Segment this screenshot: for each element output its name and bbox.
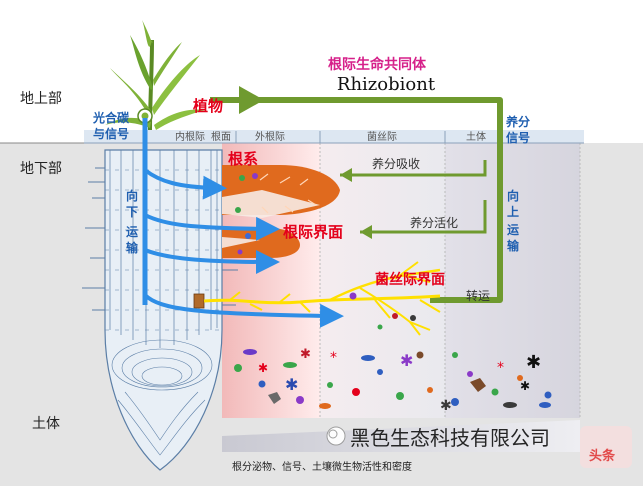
- zone-root-surface-label: 根面: [211, 130, 231, 143]
- root-exudation-zone: [222, 165, 340, 258]
- nutrient-activation-label: 养分活化: [410, 215, 458, 230]
- watermark-text: 黑色生态科技有限公司: [350, 426, 550, 450]
- translocation-label: 转运: [466, 288, 490, 303]
- rhizobiont-label: Rhizobiont: [337, 74, 436, 95]
- zone-bulk-soil-label: 土体: [466, 130, 486, 143]
- nutrient-signal-label: 养分 信号: [505, 114, 530, 145]
- community-title: 根际生命共同体: [328, 56, 427, 73]
- svg-text:输: 输: [507, 238, 520, 253]
- above-ground-label: 地上部: [20, 91, 62, 107]
- svg-text:信号: 信号: [506, 130, 530, 145]
- svg-text:养分: 养分: [505, 114, 530, 129]
- svg-text:✱: ✱: [520, 379, 530, 393]
- root-system-label: 根系: [228, 150, 258, 168]
- plant-shoot: [105, 20, 205, 131]
- svg-text:✱: ✱: [285, 375, 298, 394]
- svg-text:✱: ✱: [440, 398, 452, 414]
- svg-text:向: 向: [507, 188, 519, 203]
- gradient-triangle: [222, 420, 580, 452]
- svg-text:*: *: [330, 350, 337, 366]
- zone-inner-rhizosphere-label: 内根际: [175, 130, 205, 143]
- plant-label: 植物: [193, 97, 223, 115]
- arbuscule-cell: [193, 293, 205, 309]
- zone-header-strip: [84, 130, 584, 143]
- corner-badge-text: 头条: [589, 448, 616, 464]
- rhizosphere-interface-label: 根际界面: [283, 223, 343, 241]
- watermark: 黑色生态科技有限公司: [326, 426, 550, 450]
- svg-text:运: 运: [126, 225, 138, 239]
- wechat-icon: [328, 429, 338, 439]
- svg-text:向: 向: [126, 188, 138, 203]
- nutrient-uptake-label: 养分吸收: [372, 156, 420, 171]
- svg-text:✱: ✱: [400, 351, 413, 370]
- soil-microbes: ✱ * ✱ ✱ * ✱ ✱ ✱ ✱: [234, 347, 552, 414]
- svg-text:运: 运: [507, 223, 519, 237]
- downward-transport-label: 向 下 运 输: [126, 188, 139, 255]
- zone-hyphosphere-label: 菌丝际: [367, 131, 397, 143]
- svg-text:输: 输: [126, 240, 139, 255]
- svg-text:上: 上: [507, 204, 519, 219]
- bottom-caption: 根分泌物、信号、土壤微生物活性和密度: [232, 460, 412, 473]
- blue-transport-arrows: [142, 118, 344, 328]
- hyphosphere-interface-label: 菌丝际界面: [375, 271, 445, 288]
- root-cell-structure: [82, 149, 246, 471]
- svg-text:下: 下: [126, 205, 138, 219]
- zone-outer-rhizosphere-label: 外根际: [255, 130, 285, 143]
- soil-label: 土体: [32, 416, 60, 432]
- green-nutrient-arrows: [210, 86, 503, 303]
- svg-text:✱: ✱: [300, 347, 311, 362]
- svg-text:光合碳: 光合碳: [92, 110, 130, 125]
- corner-badge: 头条: [580, 426, 632, 468]
- svg-text:*: *: [497, 360, 504, 376]
- svg-text:✱: ✱: [526, 352, 541, 373]
- svg-text:✱: ✱: [258, 361, 268, 375]
- svg-text:与信号: 与信号: [93, 126, 129, 141]
- fungal-hyphae: [203, 261, 441, 336]
- upward-transport-label: 向 上 运 输: [507, 188, 520, 253]
- below-ground-label: 地下部: [20, 161, 62, 177]
- bulk-soil-band: [445, 143, 580, 418]
- photosynthetic-carbon-label: 光合碳 与信号: [92, 110, 130, 141]
- above-ground-area: [0, 0, 643, 143]
